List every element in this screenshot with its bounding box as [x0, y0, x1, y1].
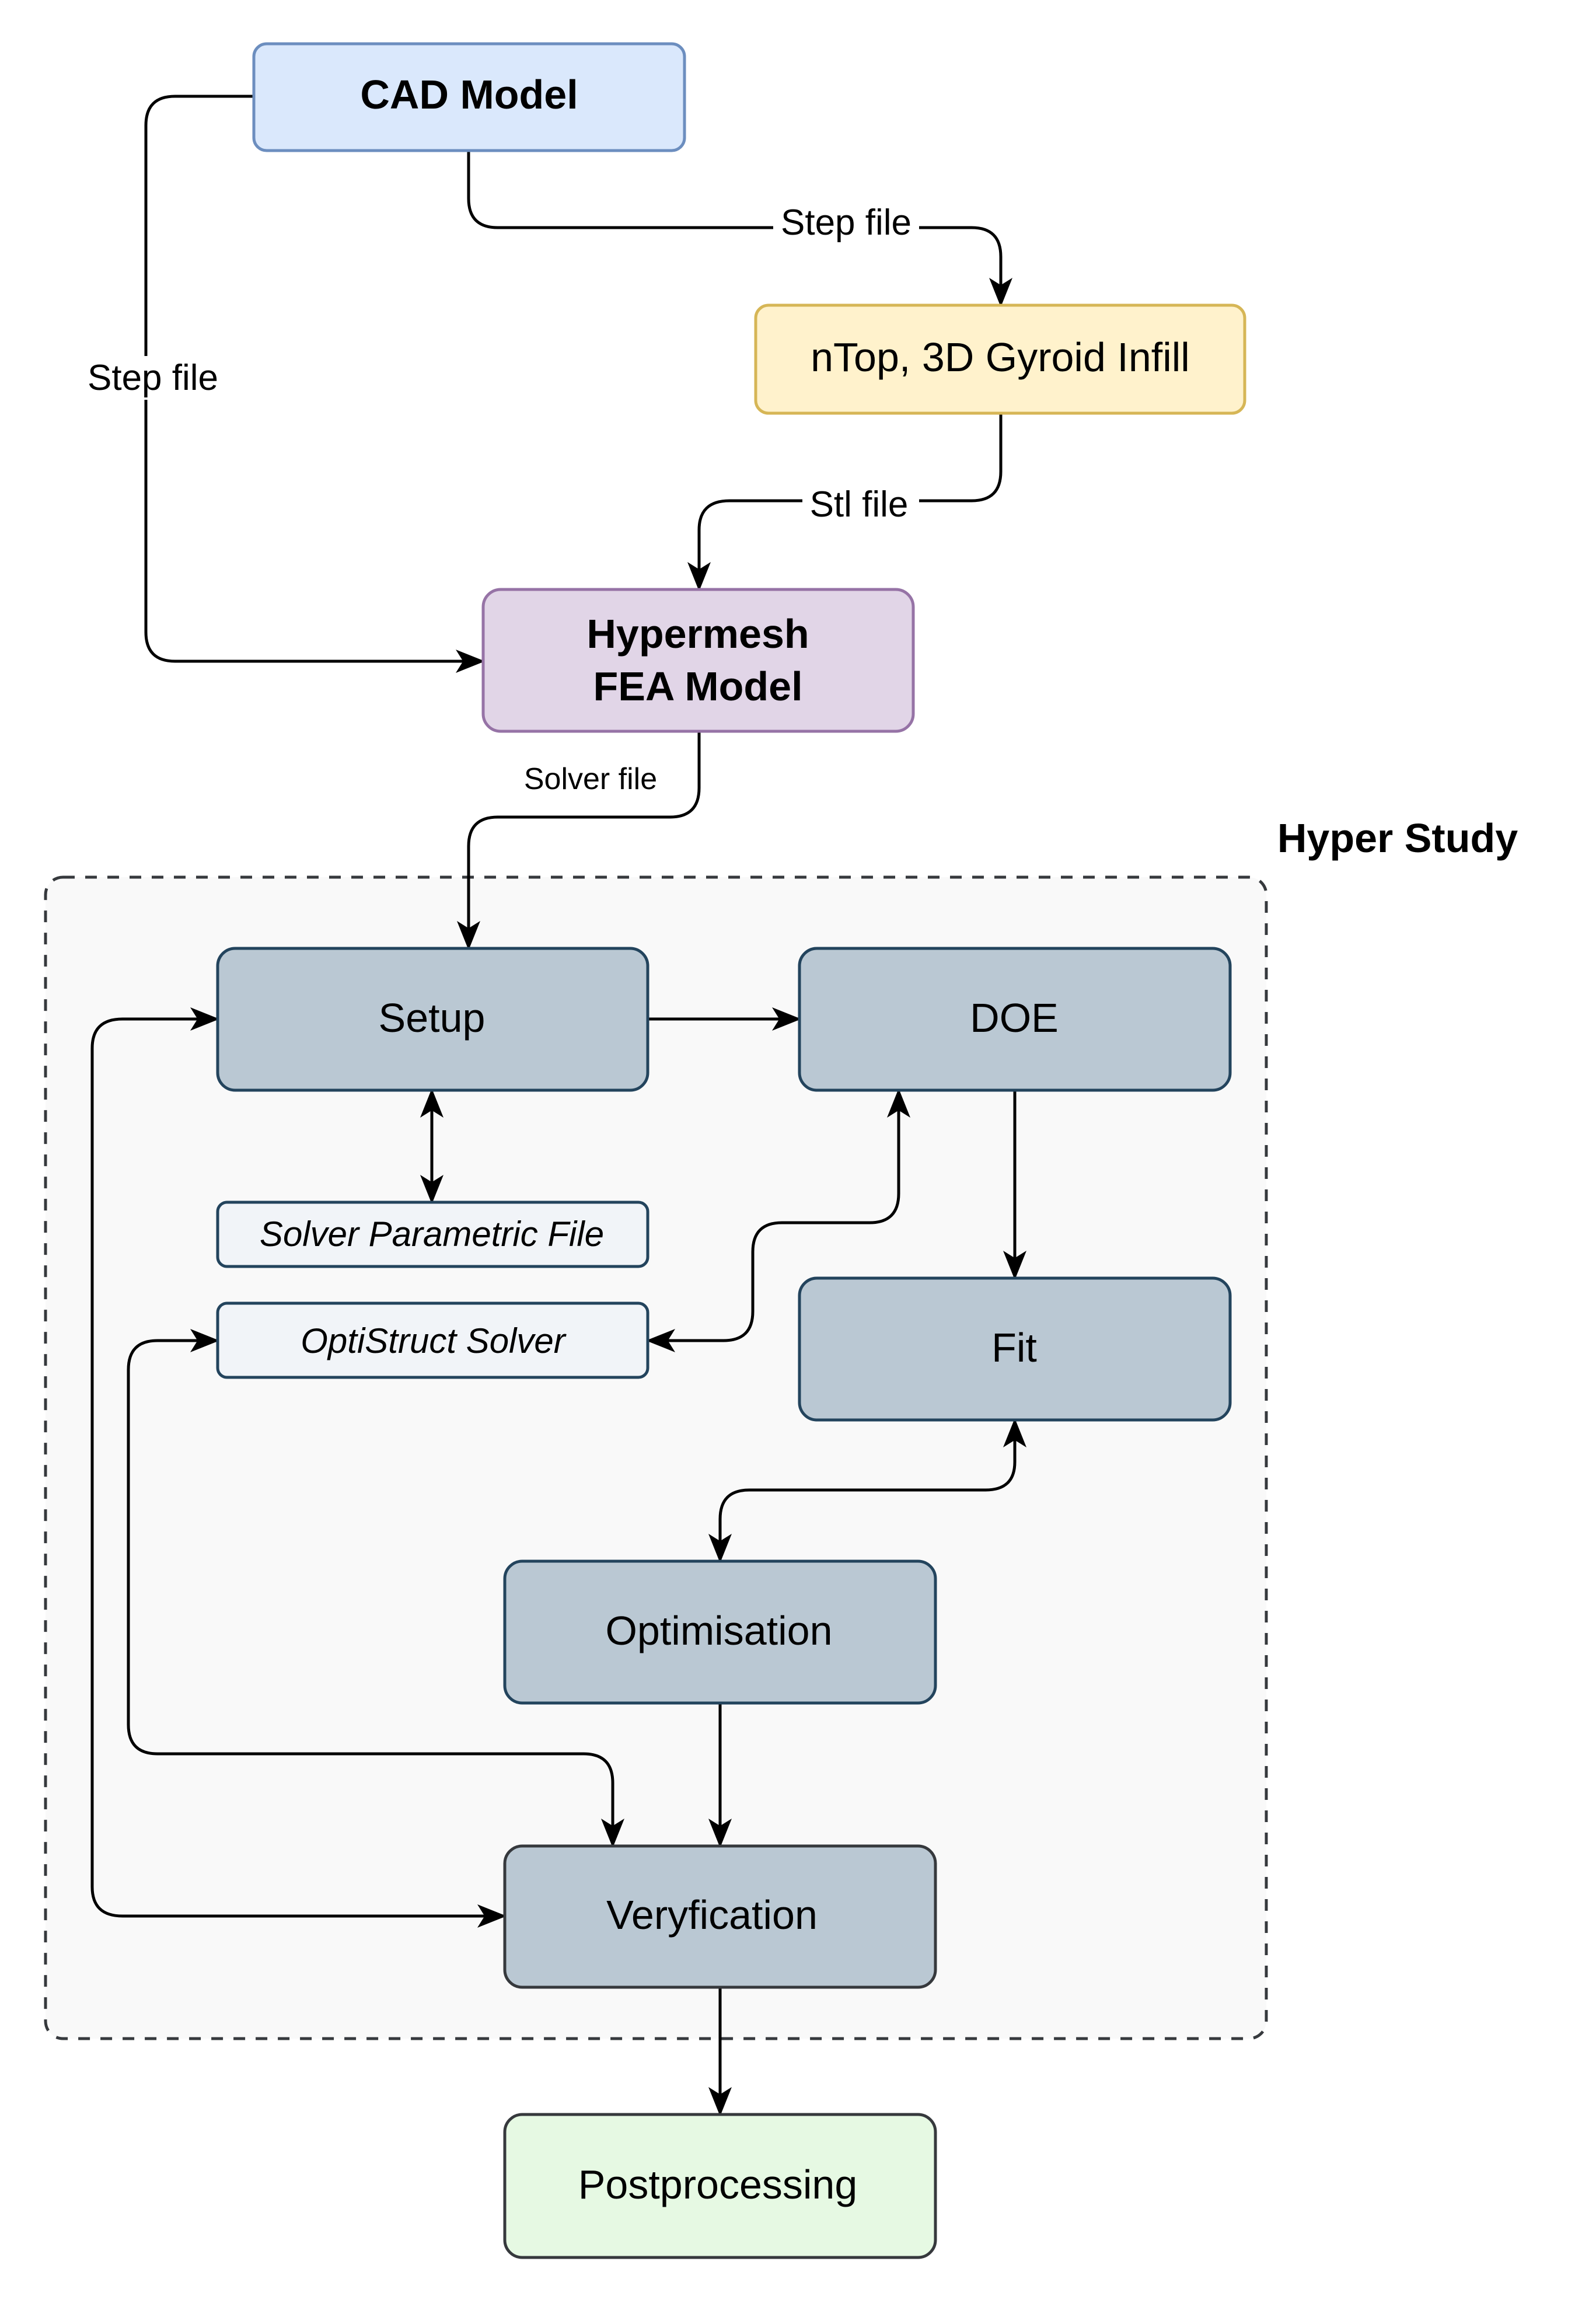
node-verification[interactable]: Veryfication	[503, 1844, 937, 1989]
node-postprocessing[interactable]: Postprocessing	[503, 2113, 937, 2259]
node-optimisation[interactable]: Optimisation	[503, 1559, 937, 1705]
edge-doe-optistruct	[646, 1088, 910, 1352]
edge-label-solver-file: Solver file	[524, 762, 657, 796]
node-cad-model[interactable]: CAD Model	[252, 42, 686, 152]
node-hypermesh[interactable]: Hypermesh FEA Model	[481, 588, 915, 733]
node-optistruct-solver-label: OptiStruct Solver	[301, 1321, 567, 1360]
edge-label-step-file-top: Step file	[781, 203, 912, 243]
node-setup[interactable]: Setup	[216, 947, 649, 1092]
node-ntop[interactable]: nTop, 3D Gyroid Infill	[754, 303, 1246, 415]
edge-cad-to-ntop	[467, 151, 1012, 307]
edge-optistruct-verification	[127, 1329, 624, 1848]
node-cad-model-label: CAD Model	[360, 72, 578, 117]
hyper-study-label: Hyper Study	[1277, 815, 1518, 861]
node-solver-parametric-file-label: Solver Parametric File	[260, 1215, 604, 1254]
node-postprocessing-label: Postprocessing	[578, 2162, 858, 2207]
node-verification-label: Veryfication	[606, 1892, 818, 1938]
node-ntop-label: nTop, 3D Gyroid Infill	[811, 334, 1190, 380]
node-optimisation-label: Optimisation	[605, 1608, 832, 1653]
node-fit-label: Fit	[991, 1325, 1037, 1370]
edge-label-stl-file: Stl file	[810, 484, 909, 525]
node-setup-label: Setup	[379, 995, 486, 1041]
node-fit[interactable]: Fit	[798, 1276, 1232, 1422]
node-hypermesh-label-line2: FEA Model	[593, 664, 802, 709]
node-doe[interactable]: DOE	[798, 947, 1232, 1092]
node-optistruct-solver[interactable]: OptiStruct Solver	[216, 1301, 649, 1379]
node-hypermesh-label-line1: Hypermesh	[586, 611, 809, 657]
node-doe-label: DOE	[970, 995, 1059, 1041]
edge-label-step-file-left: Step file	[88, 358, 218, 398]
edge-fit-optimisation	[708, 1418, 1026, 1563]
edge-hypermesh-to-setup	[457, 731, 701, 950]
edge-setup-verification	[90, 1007, 507, 1928]
node-solver-parametric-file[interactable]: Solver Parametric File	[216, 1201, 649, 1268]
